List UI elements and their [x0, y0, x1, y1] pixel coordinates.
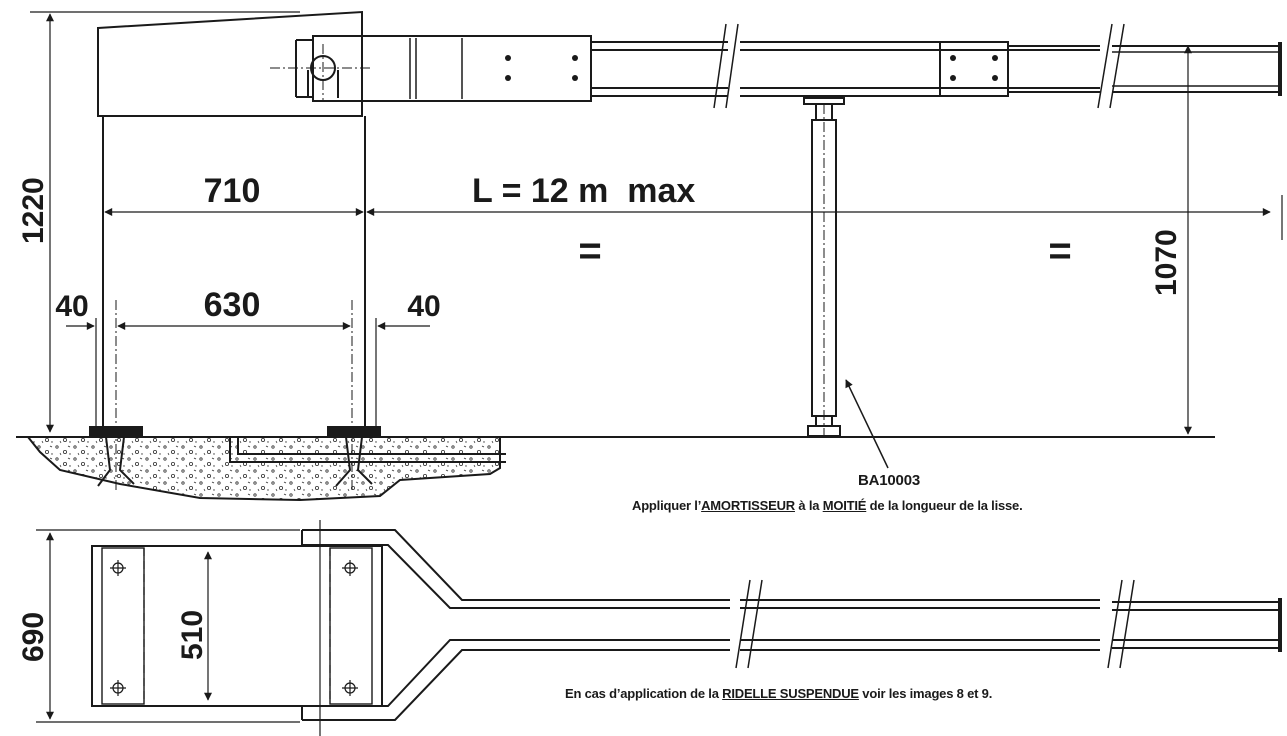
- skirt-note-term: RIDELLE SUSPENDUE: [722, 686, 859, 701]
- damper-support: [803, 97, 845, 437]
- dim-690-label: 690: [17, 612, 50, 662]
- dim-equal-left: =: [578, 229, 601, 273]
- cabinet-head: [97, 10, 363, 117]
- skirt-note-prefix: En cas d’application de la: [565, 686, 723, 701]
- damper-reference-code: BA10003: [858, 472, 920, 489]
- skirt-note: En cas d’application de la RIDELLE SUSPE…: [565, 686, 992, 701]
- anchor-bolts: [89, 300, 381, 490]
- damper-note-prefix: Appliquer l’: [632, 498, 702, 513]
- plan-dimension-lines: [36, 529, 300, 723]
- anchor-holes: [110, 560, 358, 696]
- dim-710-label: 710: [204, 172, 261, 210]
- concrete-foundation: [25, 436, 501, 502]
- base-frame: [91, 545, 383, 707]
- dim-equal-right: =: [1048, 229, 1071, 273]
- damper-note-suffix: de la longueur de la lisse.: [866, 498, 1023, 513]
- skirt-note-suffix: voir les images 8 et 9.: [858, 686, 993, 701]
- dim-40-right-label: 40: [407, 290, 440, 323]
- cable-conduit: [229, 437, 506, 463]
- fork-arm: [301, 529, 730, 721]
- dim-1220-label: 1220: [17, 177, 50, 244]
- damper-note-middle: à la: [794, 498, 823, 513]
- boom-bolt-holes: [505, 55, 998, 81]
- dimension-lines: [30, 11, 1283, 435]
- plan-view: [91, 520, 1282, 736]
- dim-1070-label: 1070: [1150, 229, 1183, 296]
- dim-length-label: L = 12 m max: [472, 172, 695, 210]
- damper-note-term-amortisseur: AMORTISSEUR: [701, 498, 795, 513]
- pivot-hub: [270, 44, 372, 102]
- elevation-view: [16, 10, 1282, 502]
- boom-arm: [295, 35, 1282, 102]
- damper-note: Appliquer l’AMORTISSEUR à la MOITIÉ de l…: [632, 498, 1023, 513]
- damper-leader: [845, 379, 889, 469]
- damper-note-term-moitie: MOITIÉ: [822, 498, 867, 513]
- dim-630-label: 630: [204, 286, 261, 324]
- plan-break-marks: [735, 579, 1135, 669]
- break-marks: [713, 23, 1125, 109]
- dim-510-label: 510: [176, 610, 209, 660]
- dim-40-left-label: 40: [55, 290, 88, 323]
